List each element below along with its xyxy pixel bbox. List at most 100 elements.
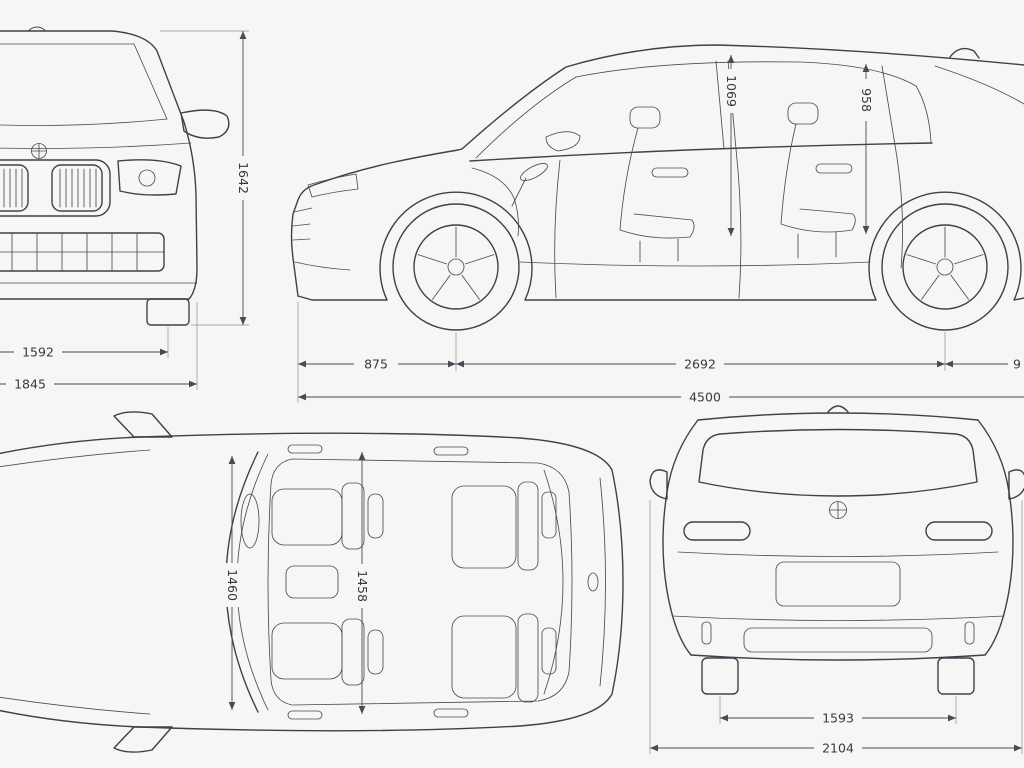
steering-column <box>511 177 527 207</box>
rear-seat-headrest <box>787 102 819 125</box>
rear-bench-cushion <box>451 615 517 699</box>
rear-hub <box>936 258 954 276</box>
reflector-right <box>964 621 975 645</box>
roofline-inner <box>575 61 932 143</box>
dim-front-headroom-label: 1069 <box>724 75 739 107</box>
dim-front-interior-width-label: 1460 <box>225 569 240 601</box>
rear-shark-fin <box>827 405 849 413</box>
roof-panel <box>267 458 573 706</box>
grille-surround <box>0 159 111 217</box>
front-seat-headrest-top <box>367 493 384 539</box>
dashboard <box>471 167 519 237</box>
dim-width-mirrors-label: 2104 <box>822 741 854 756</box>
dim-overall-length-label: 4500 <box>689 390 721 405</box>
rear-mirror-left <box>649 469 668 500</box>
dim-rear-interior-width-label: 1458 <box>355 570 370 602</box>
rear-tire <box>881 203 1009 331</box>
rear-glass-hint <box>934 65 1024 105</box>
dim-front-overhang-label: 875 <box>364 357 388 372</box>
top-door-handle <box>287 710 323 720</box>
side-body-lower <box>297 191 1024 301</box>
rear-headrest-top <box>541 491 557 539</box>
dim-front-track-label: 1592 <box>22 345 54 360</box>
rear-window <box>698 428 978 497</box>
bumper-grid <box>0 232 165 272</box>
side-view-drawing <box>290 44 1024 331</box>
top-view-dimensions: 1460 1458 <box>224 452 370 714</box>
front-spokes <box>417 226 495 300</box>
rear-view-drawing <box>649 405 1024 695</box>
bumper-top-line <box>671 615 1005 621</box>
taillight-right <box>925 521 993 541</box>
rear-side-right <box>977 419 1014 656</box>
rear-bottom <box>690 654 986 661</box>
tailgate-crease <box>677 551 999 557</box>
grille-kidney-right <box>51 164 103 212</box>
roof-antenna-top <box>587 572 599 592</box>
rear-wheel-left <box>701 657 739 695</box>
rear-bench-cushion <box>451 485 517 569</box>
top-door-handle <box>287 444 323 454</box>
front-seat-cushion <box>271 488 343 546</box>
roundel-cross-rear <box>829 501 847 519</box>
top-view-drawing <box>0 411 624 753</box>
top-mirror-right <box>113 726 173 753</box>
grille-slats <box>3 168 97 208</box>
ext-lines-rear <box>649 500 1023 754</box>
front-seat-back <box>341 618 365 686</box>
dim-rear-track-label: 1593 <box>822 711 854 726</box>
taillight-left <box>683 521 751 541</box>
roundel-cross <box>31 143 47 159</box>
door-handle-rear <box>815 163 853 174</box>
rear-view-dimensions: 1593 2104 <box>649 500 1023 756</box>
front-wheel-right <box>146 298 190 326</box>
door-seams <box>554 144 903 299</box>
c-pillar <box>881 65 896 146</box>
top-door-handle <box>433 446 469 456</box>
rear-diffuser <box>743 627 933 653</box>
headlight-right-lens <box>138 169 156 187</box>
top-body-outline <box>0 432 624 732</box>
side-headlight <box>307 173 359 198</box>
front-view-drawing <box>0 26 230 326</box>
front-seat <box>619 127 695 263</box>
hood-line <box>0 142 192 149</box>
dim-wheelbase-label: 2692 <box>684 357 716 372</box>
side-mirror <box>545 131 581 152</box>
side-grille-lines <box>292 207 351 271</box>
front-hub <box>447 258 465 276</box>
door-handle-front <box>651 167 689 178</box>
front-seat-back <box>341 482 365 550</box>
hatch-edge-arc <box>599 477 606 687</box>
front-rim <box>413 224 499 310</box>
steering-wheel <box>520 163 548 181</box>
rear-bench-back <box>517 613 539 703</box>
shark-fin-antenna <box>949 47 980 59</box>
floor-line <box>519 261 871 267</box>
top-mirror-left <box>113 411 173 438</box>
grille-kidney-left <box>0 164 29 212</box>
rear-side-left <box>662 419 699 656</box>
ext-lines-bottom <box>297 302 946 403</box>
windshield <box>0 43 168 126</box>
front-tire <box>392 203 520 331</box>
dim-rear-headroom-label: 958 <box>859 88 874 112</box>
license-plate-recess <box>775 561 901 607</box>
front-fender-lines <box>0 449 151 715</box>
steering-wheel-top <box>240 493 260 549</box>
rear-bench-back <box>517 481 539 571</box>
front-seat-headrest-top <box>367 629 384 675</box>
mirror-right <box>180 109 230 139</box>
rear-spokes <box>906 226 984 300</box>
rear-rim <box>902 224 988 310</box>
dim-rear-overhang-label: 9 <box>1013 357 1021 372</box>
top-door-handle <box>433 708 469 718</box>
reflector-left <box>701 621 712 645</box>
dim-overall-height-label: 1642 <box>236 162 251 194</box>
front-seat-cushion <box>271 622 343 680</box>
dim-overall-width-label: 1845 <box>14 377 46 392</box>
front-body-outline <box>0 30 198 300</box>
rear-wheel-right <box>937 657 975 695</box>
